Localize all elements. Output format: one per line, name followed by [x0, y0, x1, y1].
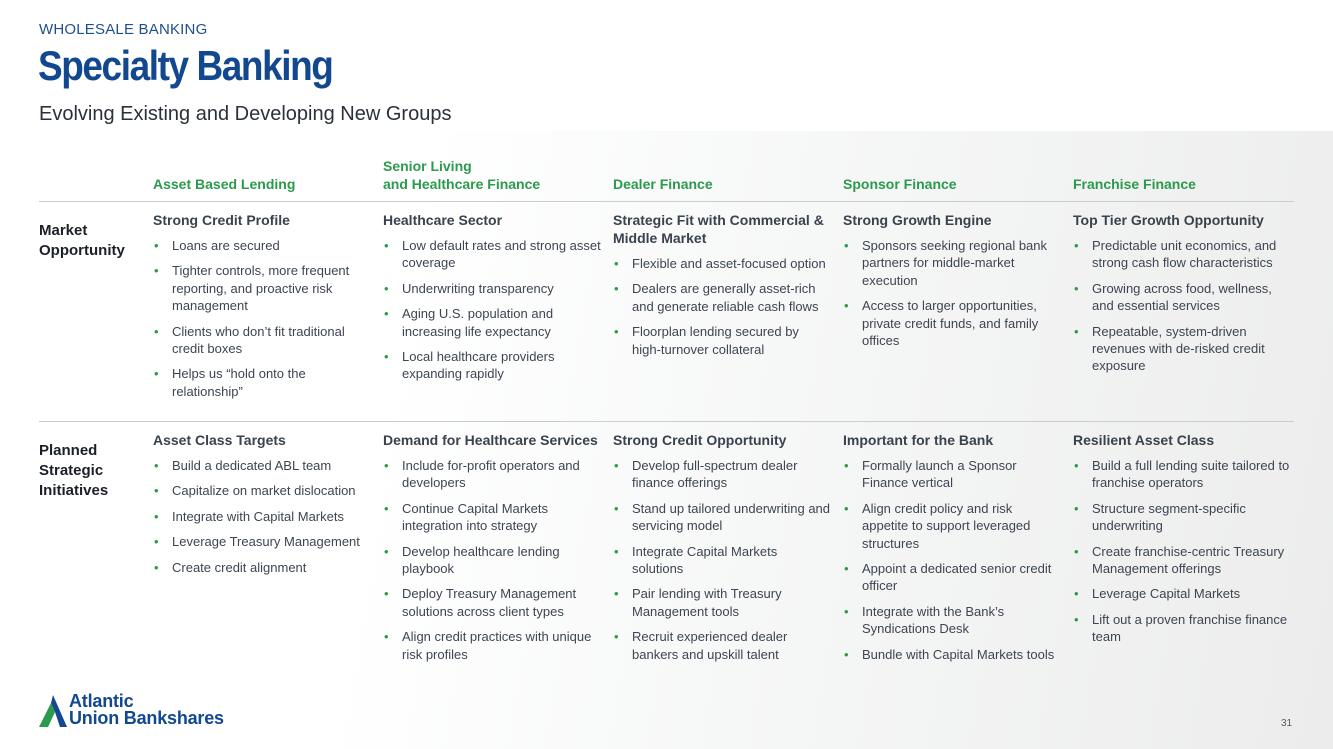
- list-item: Floorplan lending secured by high-turnov…: [613, 323, 831, 358]
- list-item: Create credit alignment: [153, 559, 371, 577]
- column-header-label: Asset Based Lending: [153, 176, 296, 192]
- table-cell: Strong Growth EngineSponsors seeking reg…: [843, 211, 1061, 357]
- list-item: Helps us “hold onto the relationship”: [153, 365, 371, 400]
- page-subtitle: Evolving Existing and Developing New Gro…: [39, 103, 452, 125]
- bullet-list: Sponsors seeking regional bank partners …: [843, 237, 1061, 349]
- bullet-list: Include for-profit operators and develop…: [383, 457, 601, 663]
- list-item: Align credit practices with unique risk …: [383, 628, 601, 663]
- list-item: Predictable unit economics, and strong c…: [1073, 237, 1291, 272]
- cell-title: Top Tier Growth Opportunity: [1073, 212, 1264, 228]
- bullet-list: Loans are securedTighter controls, more …: [153, 237, 371, 400]
- list-item: Flexible and asset-focused option: [613, 255, 831, 273]
- table-cell: Strategic Fit with Commercial & Middle M…: [613, 211, 831, 366]
- table-cell: Top Tier Growth OpportunityPredictable u…: [1073, 211, 1291, 383]
- bullet-list: Predictable unit economics, and strong c…: [1073, 237, 1291, 375]
- list-item: Bundle with Capital Markets tools: [843, 646, 1061, 664]
- list-item: Build a dedicated ABL team: [153, 457, 371, 475]
- bullet-list: Low default rates and strong asset cover…: [383, 237, 601, 383]
- list-item: Integrate with Capital Markets: [153, 508, 371, 526]
- list-item: Continue Capital Markets integration int…: [383, 500, 601, 535]
- logo-line-1: Atlantic: [69, 691, 134, 711]
- column-header: Asset Based Lending: [153, 155, 373, 193]
- list-item: Create franchise-centric Treasury Manage…: [1073, 543, 1291, 578]
- cell-title: Asset Class Targets: [153, 432, 286, 448]
- list-item: Develop healthcare lending playbook: [383, 543, 601, 578]
- list-item: Lift out a proven franchise finance team: [1073, 611, 1291, 646]
- list-item: Align credit policy and risk appetite to…: [843, 500, 1061, 552]
- table-cell: Important for the BankFormally launch a …: [843, 431, 1061, 671]
- column-header: Franchise Finance: [1073, 155, 1293, 193]
- list-item: Repeatable, system-driven revenues with …: [1073, 323, 1291, 375]
- table-cell: Strong Credit OpportunityDevelop full-sp…: [613, 431, 831, 671]
- bullet-list: Flexible and asset-focused optionDealers…: [613, 255, 831, 358]
- list-item: Low default rates and strong asset cover…: [383, 237, 601, 272]
- table-cell: Demand for Healthcare ServicesInclude fo…: [383, 431, 601, 671]
- row-label: Market Opportunity: [39, 222, 125, 259]
- logo-mark-icon: [39, 695, 67, 727]
- column-header: Dealer Finance: [613, 155, 833, 193]
- bullet-list: Formally launch a Sponsor Finance vertic…: [843, 457, 1061, 663]
- list-item: Capitalize on market dislocation: [153, 482, 371, 500]
- company-logo: Atlantic Union Bankshares: [39, 692, 224, 728]
- cell-title: Important for the Bank: [843, 432, 994, 448]
- list-item: Clients who don’t fit traditional credit…: [153, 323, 371, 358]
- logo-line-2: Union Bankshares: [69, 708, 224, 728]
- logo-wordmark: Atlantic Union Bankshares: [69, 691, 224, 728]
- list-item: Deploy Treasury Management solutions acr…: [383, 585, 601, 620]
- list-item: Structure segment-specific underwriting: [1073, 500, 1291, 535]
- column-header-label: Sponsor Finance: [843, 176, 957, 192]
- bullet-list: Develop full-spectrum dealer finance off…: [613, 457, 831, 663]
- table-cell: Asset Class TargetsBuild a dedicated ABL…: [153, 431, 371, 584]
- list-item: Pair lending with Treasury Management to…: [613, 585, 831, 620]
- list-item: Leverage Capital Markets: [1073, 585, 1291, 603]
- list-item: Tighter controls, more frequent reportin…: [153, 262, 371, 314]
- page-title: Specialty Banking: [38, 42, 334, 89]
- row-label: Planned Strategic Initiatives: [39, 442, 109, 499]
- cell-title: Demand for Healthcare Services: [383, 432, 598, 448]
- section-kicker: WHOLESALE BANKING: [39, 21, 208, 38]
- header-divider: [39, 201, 1294, 202]
- list-item: Integrate Capital Markets solutions: [613, 543, 831, 578]
- list-item: Dealers are generally asset-rich and gen…: [613, 280, 831, 315]
- cell-title: Strong Credit Opportunity: [613, 432, 787, 448]
- cell-title: Resilient Asset Class: [1073, 432, 1215, 448]
- page-number: 31: [1281, 718, 1293, 729]
- list-item: Leverage Treasury Management: [153, 533, 371, 551]
- list-item: Loans are secured: [153, 237, 371, 255]
- list-item: Formally launch a Sponsor Finance vertic…: [843, 457, 1061, 492]
- column-header-label: Senior Living and Healthcare Finance: [383, 158, 541, 192]
- table-cell: Strong Credit ProfileLoans are securedTi…: [153, 211, 371, 408]
- column-header: Senior Living and Healthcare Finance: [383, 155, 603, 193]
- column-header-label: Franchise Finance: [1073, 176, 1196, 192]
- list-item: Integrate with the Bank’s Syndications D…: [843, 603, 1061, 638]
- bullet-list: Build a dedicated ABL teamCapitalize on …: [153, 457, 371, 576]
- list-item: Access to larger opportunities, private …: [843, 297, 1061, 349]
- table-cell: Healthcare SectorLow default rates and s…: [383, 211, 601, 391]
- list-item: Stand up tailored underwriting and servi…: [613, 500, 831, 535]
- cell-title: Strong Growth Engine: [843, 212, 992, 228]
- list-item: Aging U.S. population and increasing lif…: [383, 305, 601, 340]
- list-item: Develop full-spectrum dealer finance off…: [613, 457, 831, 492]
- bullet-list: Build a full lending suite tailored to f…: [1073, 457, 1291, 646]
- column-header: Sponsor Finance: [843, 155, 1063, 193]
- list-item: Recruit experienced dealer bankers and u…: [613, 628, 831, 663]
- cell-title: Strong Credit Profile: [153, 212, 290, 228]
- list-item: Growing across food, wellness, and essen…: [1073, 280, 1291, 315]
- list-item: Sponsors seeking regional bank partners …: [843, 237, 1061, 289]
- list-item: Include for-profit operators and develop…: [383, 457, 601, 492]
- cell-title: Healthcare Sector: [383, 212, 503, 228]
- list-item: Underwriting transparency: [383, 280, 601, 298]
- column-header-label: Dealer Finance: [613, 176, 713, 192]
- cell-title: Strategic Fit with Commercial & Middle M…: [613, 212, 824, 246]
- table-cell: Resilient Asset ClassBuild a full lendin…: [1073, 431, 1291, 654]
- list-item: Appoint a dedicated senior credit office…: [843, 560, 1061, 595]
- row-divider: [39, 421, 1294, 422]
- list-item: Local healthcare providers expanding rap…: [383, 348, 601, 383]
- list-item: Build a full lending suite tailored to f…: [1073, 457, 1291, 492]
